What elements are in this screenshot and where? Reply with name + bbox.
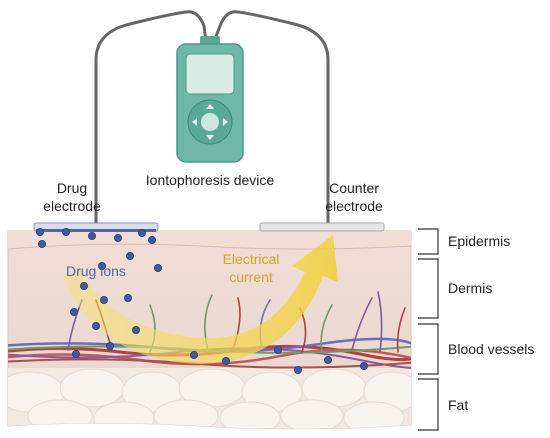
- layer-brackets: [418, 228, 439, 431]
- drug-electrode-label-line1: Drug: [57, 180, 87, 196]
- drug-ion-icon: [273, 345, 282, 354]
- drug-ion-group: [36, 227, 368, 374]
- drug-ion-icon: [359, 361, 368, 370]
- drug-ion-icon: [80, 281, 89, 290]
- epidermis-label: Epidermis: [448, 233, 510, 249]
- fat-layer: [8, 368, 411, 429]
- drug-ion-icon: [153, 263, 162, 272]
- drug-ion-icon: [62, 227, 71, 236]
- electrical-current-label-line2: current: [229, 269, 273, 285]
- drug-ion-icon: [106, 341, 115, 350]
- blood-vessels-label: Blood vessels: [448, 341, 534, 357]
- drug-ion-icon: [92, 321, 101, 330]
- drug-ion-icon: [221, 356, 230, 365]
- drug-ion-icon: [36, 227, 45, 236]
- device-cables: [94, 10, 330, 228]
- device-label: Iontophoresis device: [146, 172, 275, 188]
- dermis-label: Dermis: [448, 280, 492, 296]
- drug-ion-icon: [137, 228, 146, 237]
- drug-ion-icon: [189, 350, 198, 359]
- drug-ion-icon: [72, 349, 81, 358]
- drug-ion-icon: [147, 235, 156, 244]
- drug-ion-icon: [88, 231, 97, 240]
- drug-ion-icon: [100, 295, 109, 304]
- drug-ion-icon: [126, 251, 135, 260]
- counter-electrode: [259, 222, 385, 232]
- drug-ion-icon: [293, 365, 302, 374]
- drug-ion-icon: [114, 233, 123, 242]
- drug-ion-icon: [98, 261, 107, 270]
- drug-ion-icon: [70, 307, 79, 316]
- fat-label: Fat: [448, 397, 468, 413]
- drug-ion-icon: [124, 293, 133, 302]
- epidermis-layer: [8, 231, 411, 249]
- skin-cross-section: [7, 230, 412, 430]
- counter-electrode-label-line1: Counter: [329, 180, 379, 196]
- drug-ion-icon: [38, 239, 47, 248]
- counter-electrode-label-line2: electrode: [325, 198, 383, 214]
- drug-electrode-label-line2: electrode: [43, 198, 101, 214]
- iontophoresis-device-icon: [176, 36, 244, 163]
- drug-ions-label: Drug ions: [66, 263, 126, 279]
- electrical-current-arrow: [62, 235, 338, 364]
- drug-ion-icon: [323, 355, 332, 364]
- drug-ion-icon: [131, 325, 140, 334]
- electrical-current-label-line1: Electrical: [223, 251, 280, 267]
